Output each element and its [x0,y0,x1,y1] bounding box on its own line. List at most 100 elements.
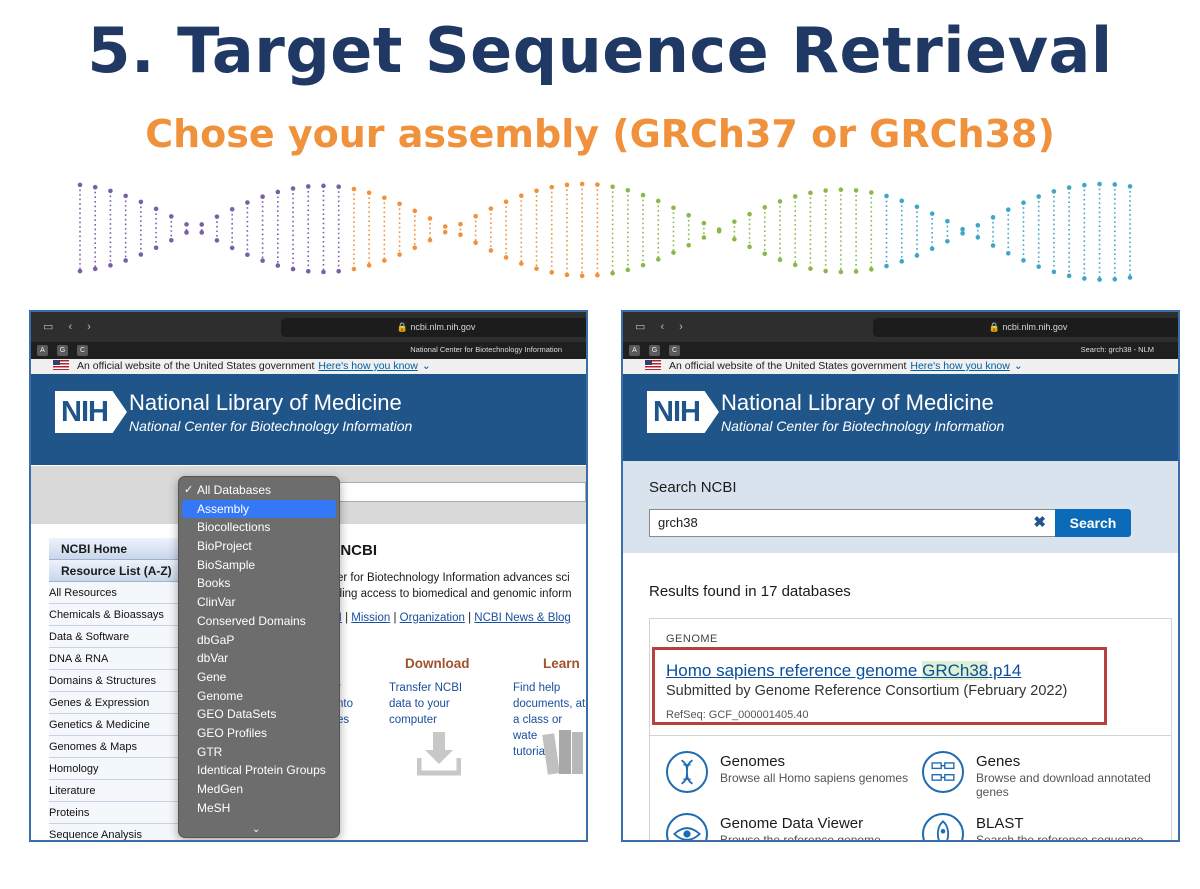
helix-node [214,238,220,243]
org-subtitle: National Center for Biotechnology Inform… [129,418,413,434]
dropdown-option[interactable]: MedGen [197,782,244,796]
gov-banner: An official website of the United States… [31,359,586,374]
sidebar-item[interactable]: Genetics & Medicine [49,714,179,736]
search-input[interactable] [321,482,586,502]
sidebar-item[interactable]: Chemicals & Bioassays [49,604,179,626]
dropdown-option[interactable]: dbGaP [197,632,235,647]
dropdown-option[interactable]: BioProject [197,539,252,554]
bookmark-icon[interactable]: A [37,345,48,356]
bookmark-icon[interactable]: G [57,345,68,356]
helix-node [625,267,631,273]
nih-logo[interactable]: NIH [55,391,127,433]
helix-node [853,188,859,193]
dropdown-option[interactable]: GTR [197,744,223,759]
result-title-link[interactable]: Homo sapiens reference genome GRCh38.p14 [666,661,1022,680]
link-organization[interactable]: Organization [399,612,465,624]
bookmark-icon[interactable]: C [77,345,88,356]
checkmark-icon: ✓ [184,484,194,496]
sidebar-item[interactable]: Genes & Expression [49,692,179,714]
helix-node [960,226,965,232]
sidebar-resource-list[interactable]: Resource List (A-Z) [49,560,179,582]
sidebar-toggle-icon[interactable]: ▭ ‹ › [635,321,689,333]
tile-genes-title[interactable]: Genes [976,753,1021,770]
tile-genomes-title[interactable]: Genomes [720,753,786,770]
tab-strip: A G C National Center for Biotechnology … [31,342,586,359]
helix-node [1112,182,1118,187]
dropdown-option[interactable]: Conserved Domains [197,613,306,628]
gov-how-you-know-link[interactable]: Here's how you know [910,360,1010,372]
tile-blast-title[interactable]: BLAST [976,815,1024,832]
helix-node [747,211,752,217]
rocket-icon[interactable] [922,813,964,842]
bookmark-icon[interactable]: G [649,345,660,356]
address-bar[interactable]: 🔒 ncbi.nlm.nih.gov [873,318,1178,337]
helix-node [458,232,463,238]
sidebar-item[interactable]: All Resources [49,582,179,604]
helix-node [914,204,920,210]
sidebar-toggle-icon[interactable]: ▭ ‹ › [43,321,97,333]
helix-node [153,206,159,212]
tile-gdv-title[interactable]: Genome Data Viewer [720,815,864,832]
sidebar-item[interactable]: Data & Software [49,626,179,648]
learn-text[interactable]: Find help documents, at a class or wate … [513,682,586,758]
tab-title[interactable]: Search: grch38 - NLM [1080,345,1154,354]
dna-icon[interactable] [666,751,708,793]
download-text[interactable]: Transfer NCBI data to your computer [389,682,463,726]
helix-node [899,198,905,204]
helix-node [229,206,235,212]
dropdown-option[interactable]: MeSH [197,800,231,815]
dropdown-option[interactable]: GEO Profiles [197,725,268,740]
dropdown-option[interactable]: BioSample [197,557,256,572]
helix-node [808,190,813,196]
dropdown-option[interactable]: GEO DataSets [197,707,277,722]
gene-icon[interactable] [922,751,964,793]
dropdown-option[interactable]: Gene [197,669,227,684]
helix-node [108,188,113,194]
bookmark-icon[interactable]: C [669,345,680,356]
search-section: Search NCBI grch38 ✖ Search [623,461,1178,553]
books-icon[interactable] [541,726,585,776]
dropdown-option-all-databases[interactable]: ✓All Databases [179,481,339,500]
dropdown-option[interactable]: Biocollections [197,520,271,535]
dropdown-option[interactable]: Genome [197,688,244,703]
link-mission[interactable]: Mission [351,612,391,624]
dropdown-option[interactable]: Books [197,576,231,591]
chevron-down-icon[interactable]: ⌄ [1013,360,1023,372]
dropdown-option[interactable]: ClinVar [197,595,236,610]
address-bar[interactable]: 🔒 ncbi.nlm.nih.gov [281,318,586,337]
link-news-blog[interactable]: NCBI News & Blog [474,612,571,624]
sidebar-item[interactable]: Genomes & Maps [49,736,179,758]
helix-node [1082,182,1087,188]
sidebar-item[interactable]: Literature [49,780,179,802]
sidebar-item[interactable]: Sequence Analysis [49,824,179,840]
search-input[interactable]: grch38 ✖ [649,509,1057,537]
eye-icon[interactable] [666,813,708,842]
download-icon[interactable] [417,730,461,776]
helix-node [92,184,98,190]
helix-node [1021,200,1026,205]
helix-node [1112,277,1118,282]
sidebar-item[interactable]: Homology [49,758,179,780]
tile-genes-desc: Browse and download annotated genes [976,771,1151,799]
helix-node [884,263,889,269]
sidebar-ncbi-home[interactable]: NCBI Home [49,538,179,560]
helix-node [184,222,189,227]
clear-icon[interactable]: ✖ [1033,514,1046,531]
chevron-down-icon[interactable]: ⌄ [421,360,431,372]
nih-header: NIH National Library of Medicine Nationa… [31,374,586,465]
nih-logo[interactable]: NIH [647,391,719,433]
helix-node [290,186,296,191]
dropdown-option[interactable]: Identical Protein Groups [197,763,326,778]
scroll-down-icon[interactable]: ⌄ [252,824,261,835]
search-button[interactable]: Search [1055,509,1131,537]
bookmark-icon[interactable]: A [629,345,640,356]
dropdown-option-assembly[interactable]: Assembly [182,499,336,519]
helix-node [1097,181,1102,187]
dropdown-option[interactable]: dbVar [197,651,229,666]
sidebar-item[interactable]: Domains & Structures [49,670,179,692]
gov-how-you-know-link[interactable]: Here's how you know [318,360,418,372]
tab-title[interactable]: National Center for Biotechnology Inform… [410,345,562,354]
sidebar-item[interactable]: Proteins [49,802,179,824]
sidebar-item[interactable]: DNA & RNA [49,648,179,670]
